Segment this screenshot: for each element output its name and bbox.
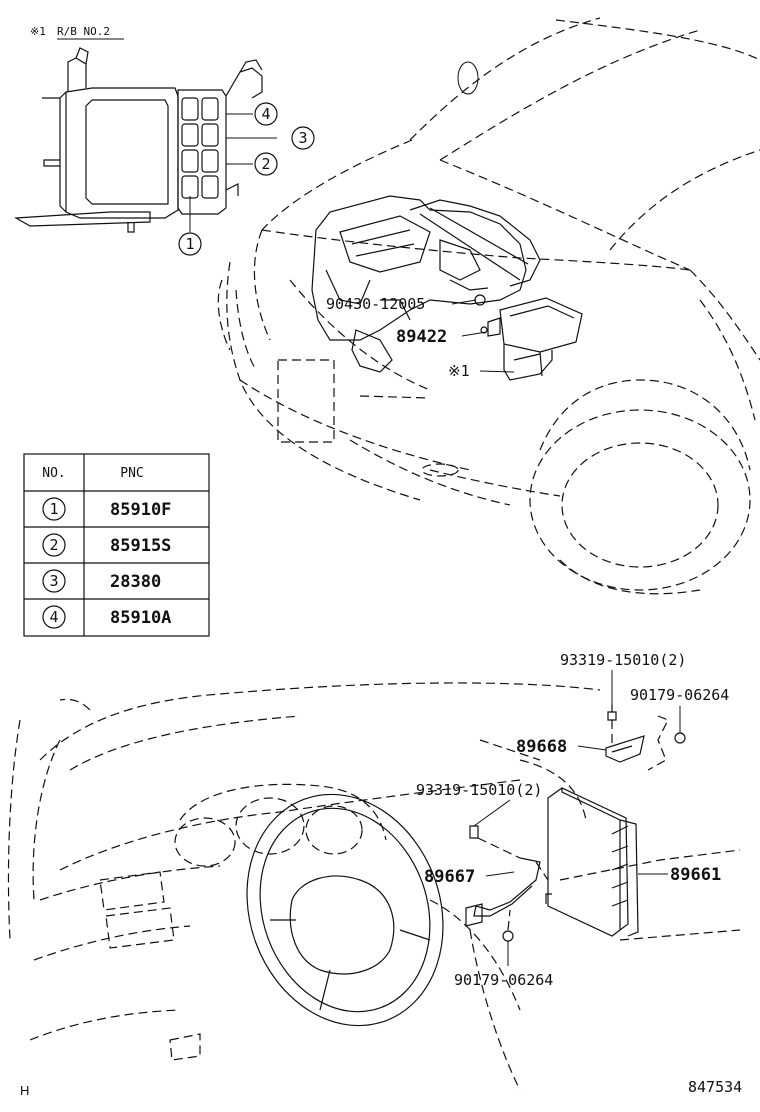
pnc-table-header-pnc: PNC [120,466,143,481]
callout-93319-15010-mid: 93319-15010(2) [416,781,542,799]
svg-text:4: 4 [261,105,270,123]
relay-callout-1: 1 [178,232,202,256]
pnc-row-value: 85910F [110,500,171,520]
callout-90179-06264-bottom: 90179-06264 [454,971,553,989]
callout-93319-15010-top: 93319-15010(2) [560,651,686,669]
footer-figure-number: 847534 [688,1078,742,1096]
pnc-row-value: 85910A [110,608,171,628]
callout-89668: 89668 [516,737,567,757]
pnc-row-value: 85915S [110,536,171,556]
pnc-table-row: 1 85910F [42,497,171,521]
pnc-row-no: 2 [49,536,58,554]
callout-89667: 89667 [424,867,475,887]
note-mark: ※1 [30,25,46,38]
dashboard-illustration [7,670,741,1091]
callout-note-1: ※1 [448,362,470,380]
svg-text:2: 2 [261,155,270,173]
pnc-table [23,453,210,637]
svg-text:3: 3 [298,129,307,147]
callout-89661: 89661 [670,865,721,885]
note-reference: ※1 R/B NO.2 [30,25,124,40]
pnc-table-header-no: NO. [42,466,65,481]
pnc-row-no: 1 [49,500,58,518]
relay-callout-4: 4 [254,102,278,126]
note-text: R/B NO.2 [57,25,110,38]
relay-callout-2: 2 [254,152,278,176]
pnc-row-value: 28380 [110,572,161,592]
svg-text:1: 1 [185,235,194,253]
pnc-row-no: 4 [49,608,58,626]
pnc-row-no: 3 [49,572,58,590]
callout-89422: 89422 [396,327,447,347]
callout-90430-12005: 90430-12005 [326,295,425,313]
pnc-table-row: 3 28380 [42,569,161,593]
pnc-table-row: 2 85915S [42,533,171,557]
pnc-table-row: 4 85910A [42,605,171,629]
callout-90179-06264-top: 90179-06264 [630,686,729,704]
vehicle-front-illustration [217,17,760,595]
relay-callout-3: 3 [291,126,315,150]
footer-left-mark: H [20,1083,29,1098]
relay-box-illustration [13,47,277,233]
